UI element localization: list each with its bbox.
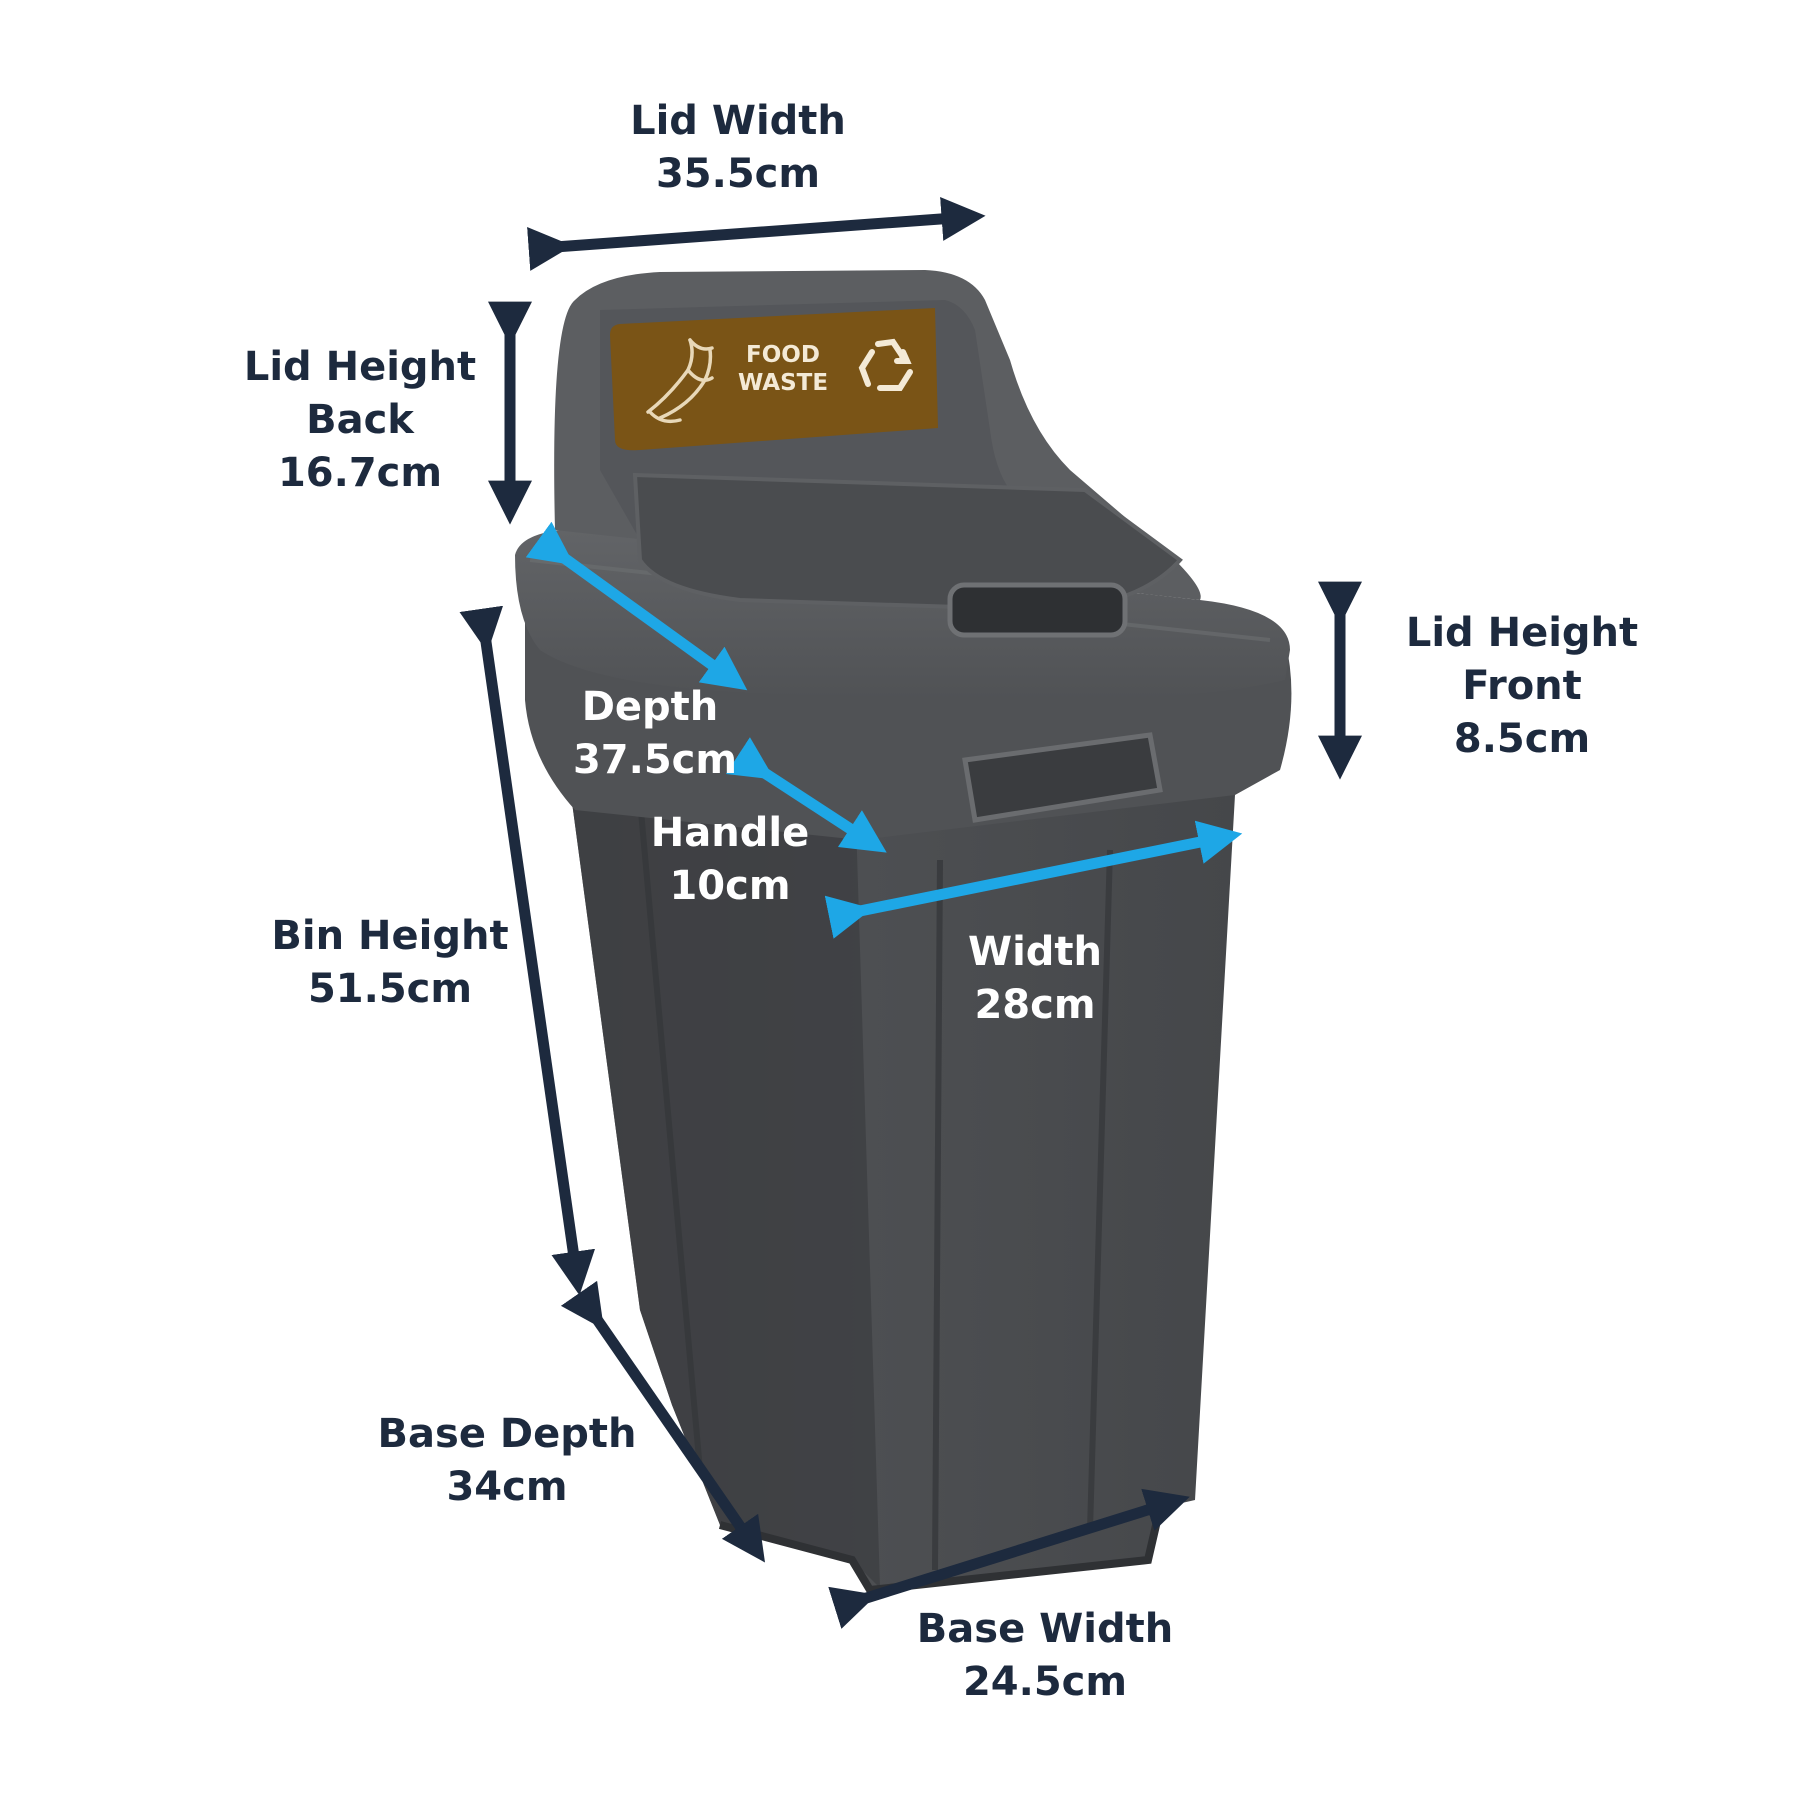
lid-height-back-title: Lid Height <box>244 344 476 390</box>
width-title: Width <box>968 929 1102 975</box>
depth-arrow <box>525 521 748 691</box>
food-waste-bin: FOOD WASTE <box>515 270 1292 1595</box>
banana-peel-icon <box>646 338 714 424</box>
sign-text-line1: FOOD <box>746 342 820 368</box>
handle-value: 10cm <box>669 863 790 909</box>
food-waste-sign: FOOD WASTE <box>610 308 938 451</box>
bin-body-rib <box>932 859 943 1571</box>
bin-height-value: 51.5cm <box>308 966 472 1012</box>
bin-body-side <box>565 750 880 1588</box>
lid-height-front-title: Lid Height <box>1406 610 1638 656</box>
lid-width-title: Lid Width <box>630 98 846 144</box>
label-base-depth: Base Depth 34cm <box>378 1411 637 1510</box>
lid-height-back-subtitle: Back <box>306 397 415 443</box>
label-handle: Handle 10cm <box>651 810 809 909</box>
bin-lid-handle <box>947 582 1128 638</box>
lid-width-arrow <box>527 196 986 271</box>
lid-height-front-subtitle: Front <box>1462 663 1582 709</box>
base-width-arrow <box>828 1488 1190 1629</box>
bin-body-rib <box>1087 849 1113 1531</box>
bin-height-arrow <box>459 605 596 1296</box>
base-depth-value: 34cm <box>446 1464 567 1510</box>
base-depth-arrow <box>560 1280 766 1563</box>
label-base-width: Base Width 24.5cm <box>917 1606 1173 1705</box>
width-arrow <box>824 820 1243 939</box>
label-bin-height: Bin Height 51.5cm <box>271 913 508 1012</box>
base-depth-title: Base Depth <box>378 1411 637 1457</box>
lid-height-front-value: 8.5cm <box>1454 716 1590 762</box>
label-depth: Depth 37.5cm <box>573 684 737 783</box>
base-width-title: Base Width <box>917 1606 1173 1652</box>
bin-front-handle-slot <box>962 732 1163 823</box>
lid-height-back-value: 16.7cm <box>278 450 442 496</box>
recycle-icon <box>858 338 913 391</box>
label-lid-width: Lid Width 35.5cm <box>630 98 846 197</box>
handle-title: Handle <box>651 810 809 856</box>
bin-height-title: Bin Height <box>271 913 508 959</box>
label-width: Width 28cm <box>968 929 1102 1028</box>
sign-text-line2: WASTE <box>738 370 828 396</box>
label-lid-height-front: Lid Height Front 8.5cm <box>1406 610 1638 762</box>
depth-title: Depth <box>582 684 719 730</box>
base-width-value: 24.5cm <box>963 1659 1127 1705</box>
dimension-arrows <box>459 196 1362 1629</box>
label-lid-height-back: Lid Height Back 16.7cm <box>244 344 476 496</box>
depth-value: 37.5cm <box>573 737 737 783</box>
lid-width-value: 35.5cm <box>656 151 820 197</box>
width-value: 28cm <box>974 982 1095 1028</box>
